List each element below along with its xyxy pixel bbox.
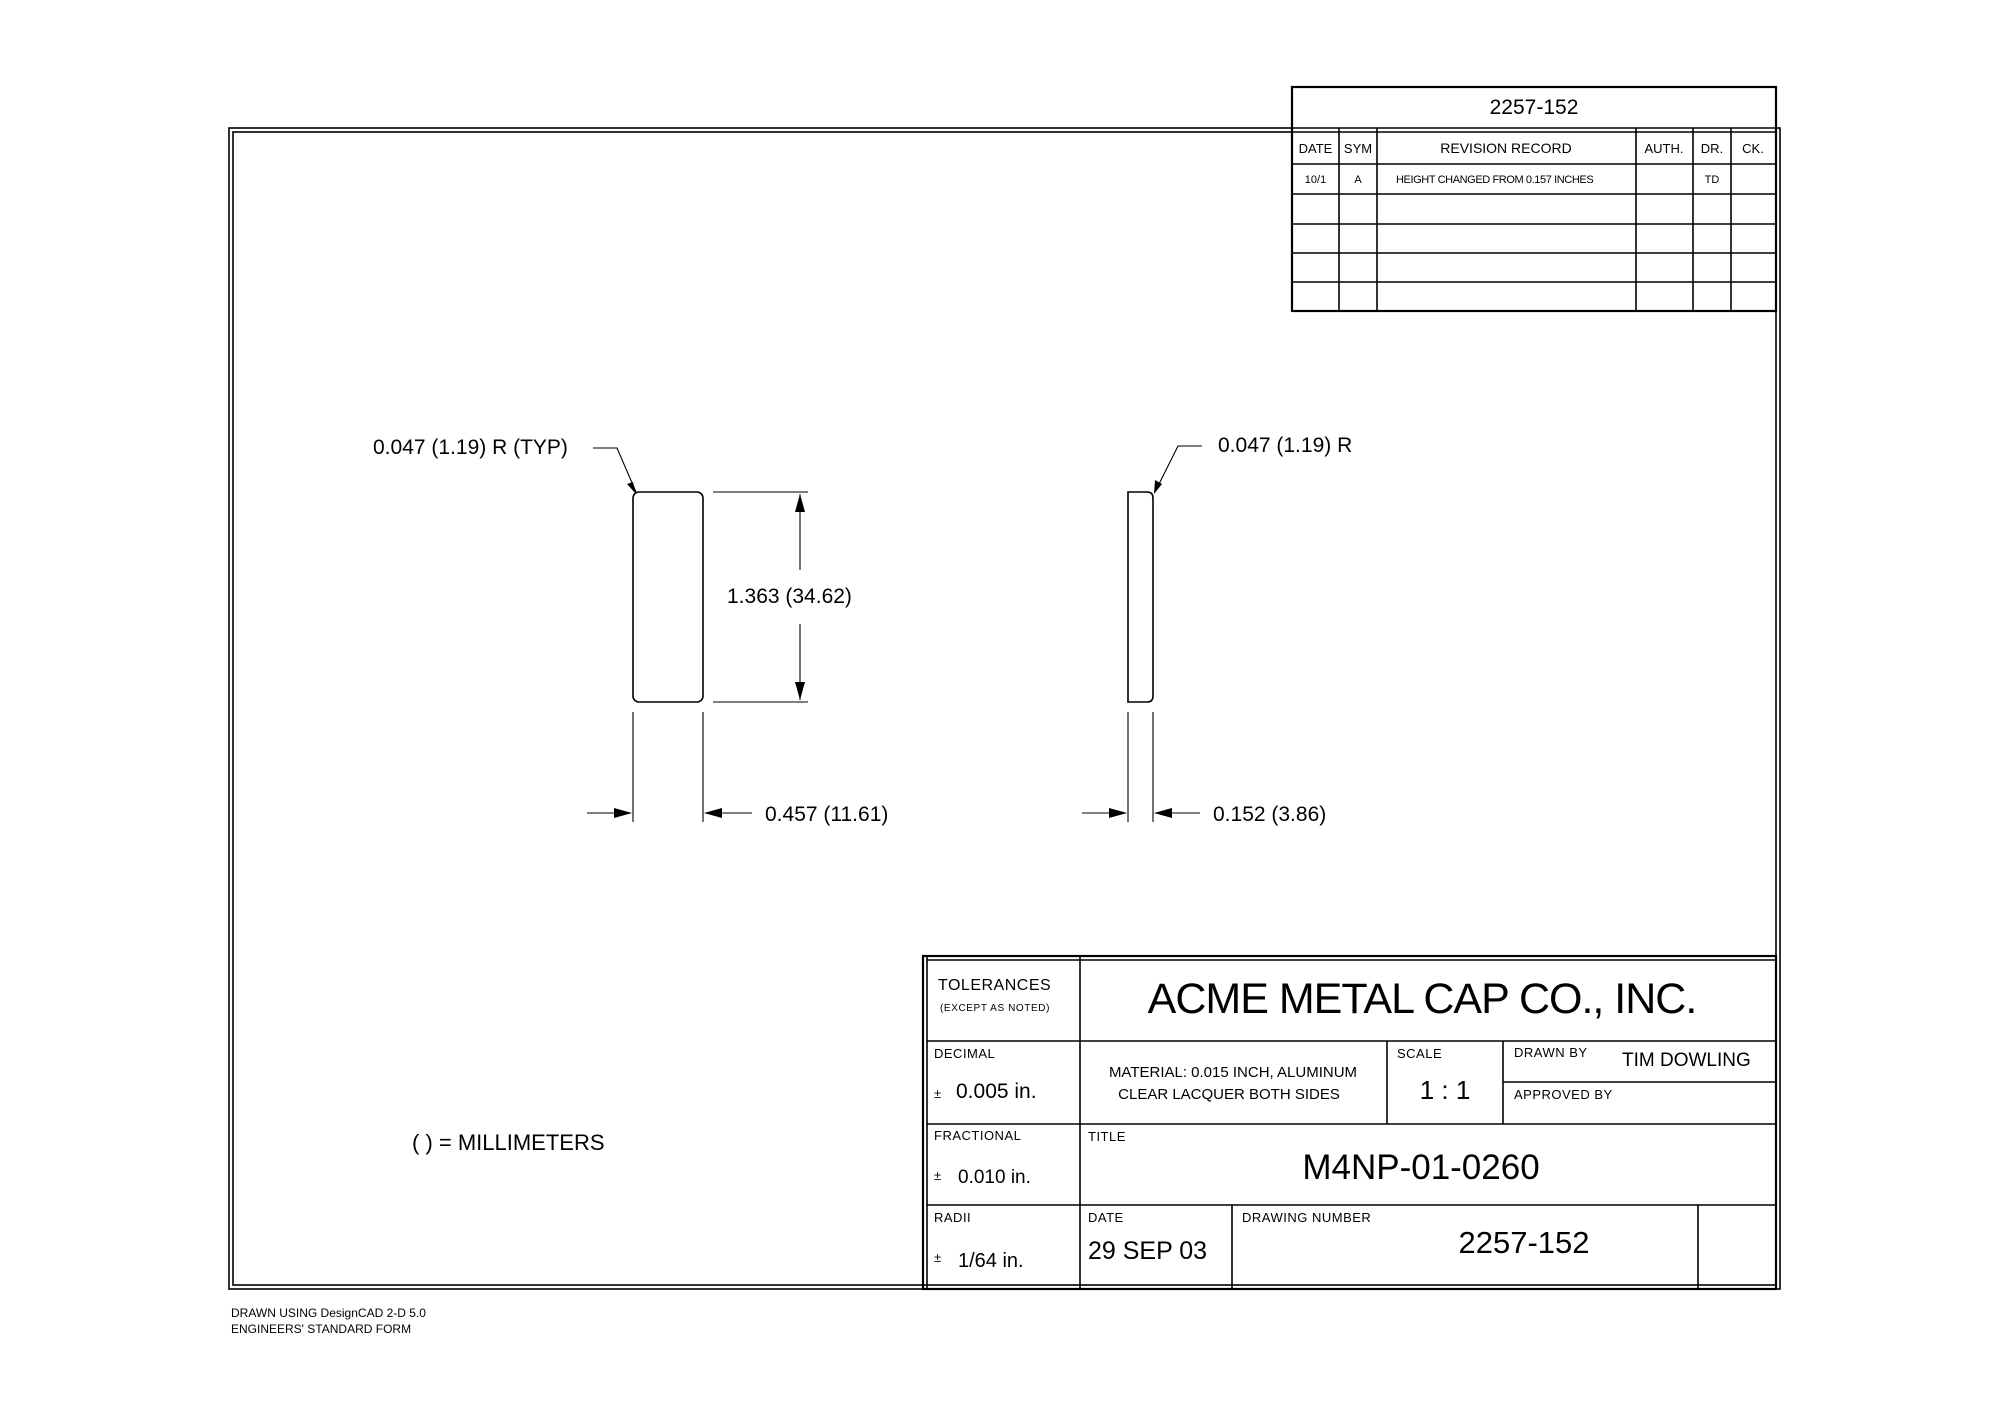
- revision-row-dr: TD: [1705, 174, 1720, 186]
- revision-drawing-number: 2257-152: [1490, 96, 1579, 119]
- revision-row-date: 10/1: [1305, 174, 1326, 186]
- radii-plus-minus: ±: [934, 1250, 941, 1265]
- company-name: ACME METAL CAP CO., INC.: [1148, 975, 1697, 1023]
- footer-line-1: DRAWN USING DesignCAD 2-D 5.0: [231, 1306, 426, 1320]
- approved-by-label: APPROVED BY: [1514, 1087, 1613, 1102]
- decimal-value: 0.005 in.: [956, 1080, 1037, 1103]
- side-view-part-outline: [1127, 491, 1154, 703]
- material-line-1: MATERIAL: 0.015 INCH, ALUMINUM: [1109, 1064, 1357, 1081]
- revision-row-sym: A: [1354, 174, 1362, 186]
- date-label: DATE: [1088, 1210, 1124, 1225]
- tolerances-subtitle: (EXCEPT AS NOTED): [940, 1003, 1050, 1014]
- revision-header-auth: AUTH.: [1645, 141, 1684, 156]
- footer-line-2: ENGINEERS' STANDARD FORM: [231, 1322, 411, 1336]
- revision-block: 2257-152 DATE SYM REVISION RECORD AUTH. …: [1290, 85, 1778, 313]
- drawn-by-label: DRAWN BY: [1514, 1045, 1588, 1060]
- drawing-number-value: 2257-152: [1458, 1225, 1589, 1260]
- scale-label: SCALE: [1397, 1046, 1442, 1061]
- title-label: TITLE: [1088, 1129, 1126, 1144]
- front-radius-leader: [593, 447, 637, 493]
- revision-header-dr: DR.: [1701, 141, 1723, 156]
- revision-header-sym: SYM: [1344, 141, 1372, 156]
- title-block: TOLERANCES (EXCEPT AS NOTED) ACME METAL …: [921, 954, 1778, 1291]
- revision-header-ck: CK.: [1742, 141, 1764, 156]
- front-radius-label: 0.047 (1.19) R (TYP): [373, 436, 568, 459]
- front-view-part-outline: [632, 491, 704, 703]
- side-thickness-label: 0.152 (3.86): [1213, 803, 1326, 826]
- drawn-by-value: TIM DOWLING: [1622, 1050, 1751, 1071]
- radii-value: 1/64 in.: [958, 1250, 1024, 1272]
- decimal-plus-minus: ±: [934, 1086, 941, 1101]
- front-view: 0.047 (1.19) R (TYP) 1.363 (34.62) 0.457…: [373, 436, 888, 826]
- decimal-label: DECIMAL: [934, 1046, 995, 1061]
- fractional-value: 0.010 in.: [958, 1167, 1031, 1188]
- revision-header-date: DATE: [1299, 141, 1333, 156]
- front-height-label: 1.363 (34.62): [727, 585, 852, 608]
- revision-row-description: HEIGHT CHANGED FROM 0.157 INCHES: [1396, 174, 1593, 186]
- tolerances-label: TOLERANCES: [938, 977, 1051, 994]
- front-width-label: 0.457 (11.61): [765, 803, 888, 826]
- side-radius-label: 0.047 (1.19) R: [1218, 434, 1352, 457]
- fractional-label: FRACTIONAL: [934, 1128, 1021, 1143]
- radii-label: RADII: [934, 1210, 971, 1225]
- scale-value: 1 : 1: [1420, 1075, 1471, 1105]
- title-value: M4NP-01-0260: [1302, 1148, 1539, 1187]
- side-radius-leader: [1154, 445, 1202, 493]
- revision-header-record: REVISION RECORD: [1440, 140, 1571, 156]
- fractional-plus-minus: ±: [934, 1168, 941, 1183]
- material-line-2: CLEAR LACQUER BOTH SIDES: [1118, 1086, 1340, 1103]
- drawing-number-label: DRAWING NUMBER: [1242, 1210, 1371, 1225]
- units-note: ( ) = MILLIMETERS: [412, 1130, 605, 1155]
- date-value: 29 SEP 03: [1088, 1237, 1207, 1265]
- side-view: 0.047 (1.19) R 0.152 (3.86): [1082, 434, 1352, 826]
